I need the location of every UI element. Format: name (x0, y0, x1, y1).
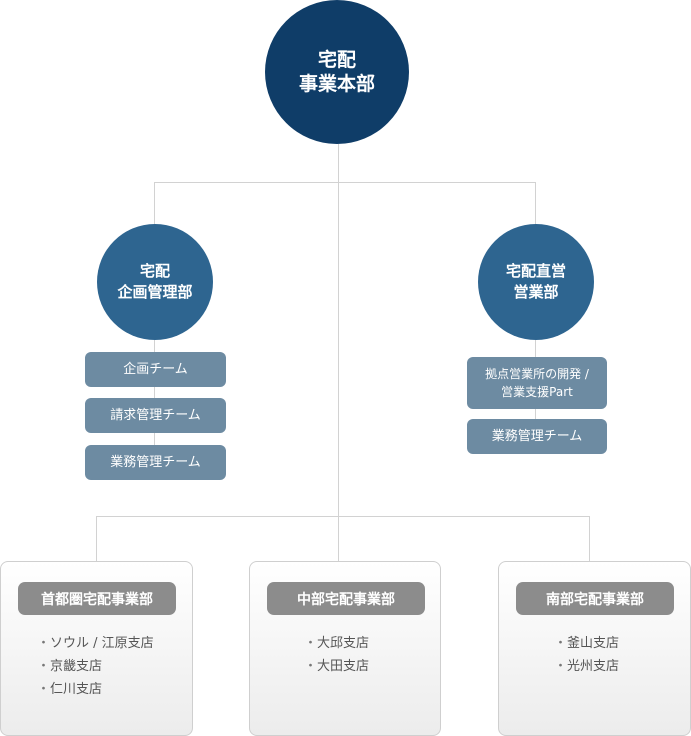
branch-title-central: 中部宅配事業部 (267, 582, 425, 615)
branch-box-capital: 首都圏宅配事業部 ・ソウル / 江原支店 ・京畿支店 ・仁川支店 (0, 561, 193, 736)
team-site-development: 拠点営業所の開発 / 営業支援Part (467, 357, 607, 409)
bullet-icon: ・ (554, 659, 568, 674)
connector-branch-right (589, 516, 590, 562)
team-operations-sales-label: 業務管理チーム (491, 428, 583, 444)
list-item: ・光州支店 (554, 655, 619, 678)
branch-title-capital: 首都圏宅配事業部 (18, 582, 176, 615)
team-billing: 請求管理チーム (85, 398, 226, 433)
planning-dept-label-line1: 宅配 (139, 262, 170, 280)
connector-dept-bar (154, 182, 536, 183)
connector-planning-teams (154, 340, 155, 455)
sales-dept-label-line1: 宅配直営 (505, 262, 566, 280)
team-site-development-line1: 拠点営業所の開発 / (485, 367, 589, 381)
sales-dept-node: 宅配直営 営業部 (478, 224, 594, 340)
hq-label-line2: 事業本部 (298, 73, 375, 95)
planning-dept-node: 宅配 企画管理部 (97, 224, 213, 340)
bullet-icon: ・ (37, 682, 51, 697)
team-site-development-line2: 営業支援Part (501, 385, 573, 399)
bullet-icon: ・ (304, 636, 318, 651)
list-item: ・仁川支店 (37, 678, 154, 701)
hq-node: 宅配 事業本部 (265, 0, 409, 144)
team-operations-sales: 業務管理チーム (467, 419, 607, 454)
bullet-icon: ・ (304, 659, 318, 674)
team-planning: 企画チーム (85, 352, 226, 387)
list-item: ・大田支店 (304, 655, 369, 678)
connector-branch-left (96, 516, 97, 562)
list-item: ・大邱支店 (304, 632, 369, 655)
hq-label-line1: 宅配 (317, 49, 356, 71)
bullet-icon: ・ (554, 636, 568, 651)
branch-list-southern: ・釜山支店 ・光州支店 (554, 632, 619, 678)
team-billing-label: 請求管理チーム (110, 407, 201, 423)
team-operations-planning: 業務管理チーム (85, 445, 226, 480)
branch-list-capital: ・ソウル / 江原支店 ・京畿支店 ・仁川支店 (37, 632, 154, 701)
connector-hq-trunk (338, 144, 339, 562)
team-operations-planning-label: 業務管理チーム (110, 454, 201, 470)
connector-branch-bar (96, 516, 589, 517)
branch-box-southern: 南部宅配事業部 ・釜山支店 ・光州支店 (498, 561, 691, 736)
list-item: ・京畿支店 (37, 655, 154, 678)
list-item: ・ソウル / 江原支店 (37, 632, 154, 655)
branch-box-central: 中部宅配事業部 ・大邱支店 ・大田支店 (249, 561, 441, 736)
sales-dept-label-line2: 営業部 (513, 283, 559, 301)
planning-dept-label-line2: 企画管理部 (117, 283, 193, 301)
list-item: ・釜山支店 (554, 632, 619, 655)
connector-planning-drop (154, 182, 155, 224)
team-planning-label: 企画チーム (123, 361, 188, 377)
bullet-icon: ・ (37, 659, 51, 674)
branch-title-southern: 南部宅配事業部 (516, 582, 674, 615)
connector-sales-drop (535, 182, 536, 224)
branch-list-central: ・大邱支店 ・大田支店 (304, 632, 369, 678)
bullet-icon: ・ (37, 636, 51, 651)
